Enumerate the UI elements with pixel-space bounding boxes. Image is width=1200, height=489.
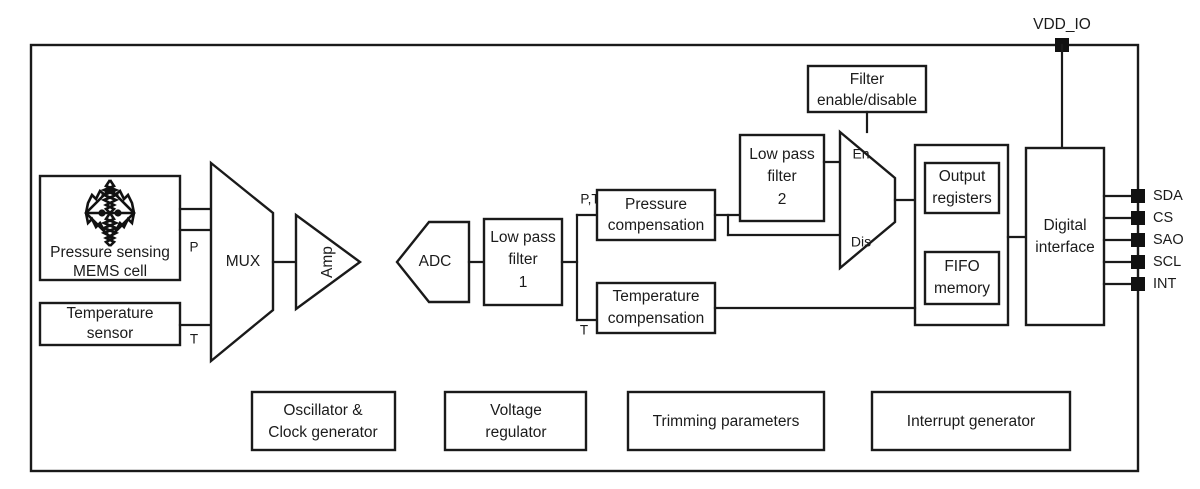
pin-pad-sao [1131, 233, 1145, 247]
block-oscillator-label-line1: Oscillator & [283, 402, 363, 419]
block-pressure-comp-label-line2: compensation [608, 217, 705, 234]
block-oscillator-clock-generator [250, 390, 397, 452]
pin-group-interface: SDA CS SAO SCL INT [1102, 188, 1184, 292]
block-lpf1-label-line1: Low pass [490, 229, 556, 246]
block-mems-cell-label-line2: MEMS cell [73, 263, 147, 280]
block-filter-ctrl-label-line2: enable/disable [817, 92, 917, 109]
block-mems-cell-label-line1: Pressure sensing [50, 244, 170, 261]
block-temperature-sensor-label-line1: Temperature [66, 305, 153, 322]
wheatstone-bridge-icon [84, 179, 136, 247]
pin-pad-scl [1131, 255, 1145, 269]
pin-label-scl: SCL [1153, 254, 1181, 270]
block-oscillator-label-line2: Clock generator [268, 424, 377, 441]
block-digital-interface-label-line1: Digital [1043, 217, 1086, 234]
pin-label-sao: SAO [1153, 232, 1184, 248]
block-mux [209, 160, 275, 364]
block-trimming-parameters-label: Trimming parameters [653, 413, 800, 430]
pin-pad-cs [1131, 211, 1145, 225]
filter-mux-input-dis-label: Dis [851, 234, 871, 250]
block-temperature-sensor-label-line2: sensor [87, 325, 134, 342]
block-voltage-regulator-label-line2: regulator [485, 424, 546, 441]
pin-pad-int [1131, 277, 1145, 291]
block-amp [294, 212, 363, 312]
block-pressure-compensation [595, 188, 717, 242]
signal-label-pt: P,T [580, 192, 599, 207]
pin-label-cs: CS [1153, 210, 1173, 226]
block-lpf2-label-line3: 2 [778, 191, 787, 208]
block-fifo-memory [923, 250, 1001, 306]
block-filter-mux [838, 129, 897, 271]
block-interrupt-generator-label: Interrupt generator [907, 413, 1035, 430]
block-lpf1-label-line3: 1 [519, 274, 528, 291]
signal-label-t: T [190, 332, 198, 347]
pin-pad-sda [1131, 189, 1145, 203]
block-output-registers-label-line2: registers [932, 190, 992, 207]
block-adc-label: ADC [419, 253, 452, 270]
block-voltage-regulator-label-line1: Voltage [490, 402, 542, 419]
block-output-registers-label-line1: Output [939, 168, 986, 185]
block-fifo-label-line1: FIFO [944, 258, 979, 275]
block-low-pass-filter-2 [738, 133, 826, 223]
block-amp-label: Amp [319, 246, 336, 278]
signal-label-t-low: T [580, 323, 588, 338]
signal-label-p: P [189, 240, 198, 255]
filter-mux-input-en-label: En [852, 146, 869, 162]
block-pressure-comp-label-line1: Pressure [625, 196, 687, 213]
block-filter-ctrl-label-line1: Filter [850, 71, 884, 88]
block-output-registers [923, 161, 1001, 215]
pin-label-vdd-io: VDD_IO [1033, 16, 1091, 33]
block-lpf1-label-line2: filter [508, 251, 537, 268]
block-lpf2-label-line1: Low pass [749, 146, 815, 163]
pin-label-int: INT [1153, 276, 1177, 292]
block-temp-comp-label-line1: Temperature [612, 288, 699, 305]
block-temp-comp-label-line2: compensation [608, 310, 705, 327]
block-voltage-regulator [443, 390, 588, 452]
block-trimming-parameters [626, 390, 826, 452]
block-temperature-compensation [595, 281, 717, 335]
block-fifo-label-line2: memory [934, 280, 990, 297]
block-digital-interface [1024, 146, 1106, 327]
block-digital-interface-label-line2: interface [1035, 239, 1094, 256]
block-interrupt-generator [870, 390, 1072, 452]
pin-label-sda: SDA [1153, 188, 1183, 204]
block-lpf2-label-line2: filter [767, 168, 796, 185]
block-mux-label: MUX [226, 253, 261, 270]
